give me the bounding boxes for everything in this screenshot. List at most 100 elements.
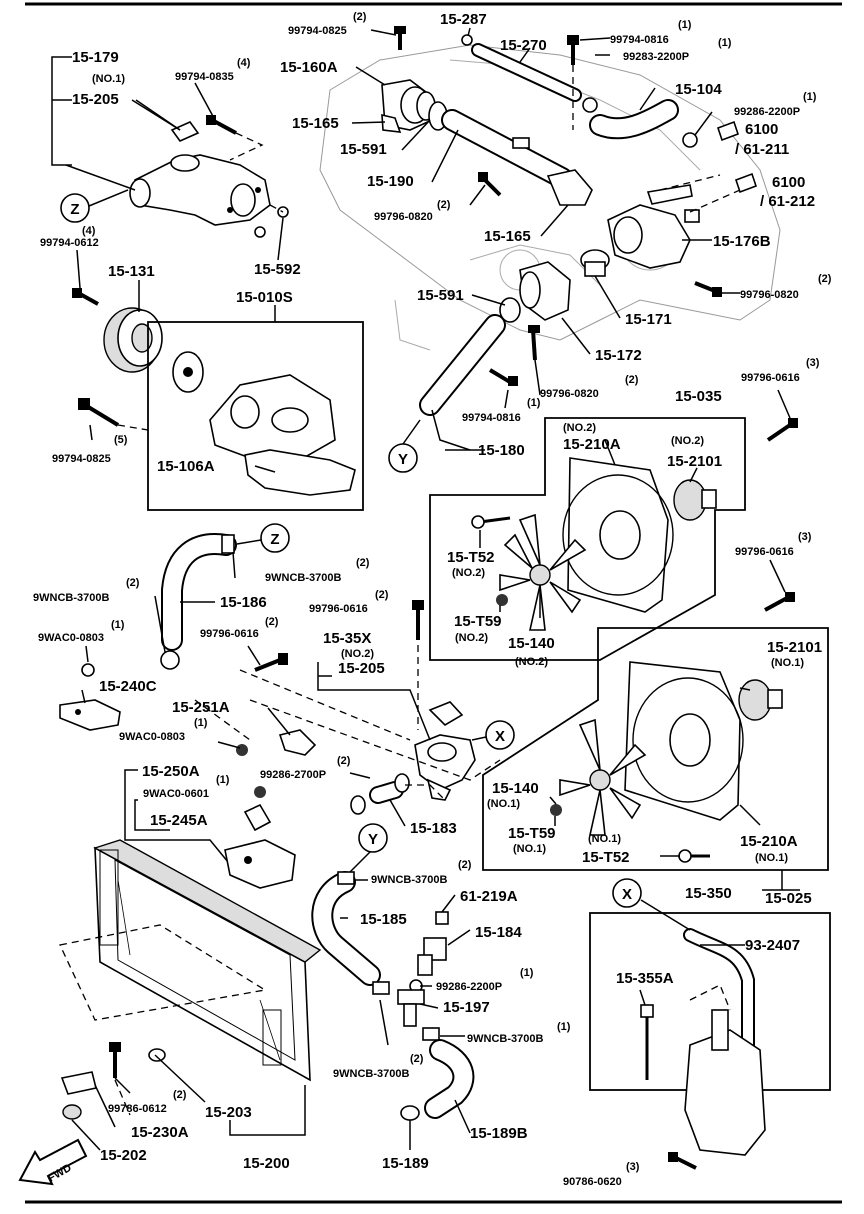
fan-shroud-15-210a-no2 [562, 457, 674, 613]
mount-15-202 [62, 1104, 82, 1120]
svg-text:15-2101: 15-2101 [767, 639, 822, 656]
clamp-99286-2700-a [350, 795, 366, 815]
bolt-99796-0820-b [694, 281, 722, 297]
leader-lines [71, 27, 791, 1151]
svg-text:15-160A: 15-160A [280, 59, 338, 76]
water-outlet-15-205 [129, 154, 271, 226]
water-pipe-15-270 [471, 43, 582, 102]
radiator-dashed-outline [59, 924, 267, 1021]
svg-text:(1): (1) [527, 397, 541, 409]
svg-text:99794-0825: 99794-0825 [288, 25, 347, 37]
clamp-9wncb-a [221, 534, 235, 554]
ref-circle-x-b: X [612, 878, 642, 908]
hose-15-189b [424, 1039, 475, 1119]
svg-text:(NO.2): (NO.2) [452, 567, 485, 579]
svg-text:9WAC0-0803: 9WAC0-0803 [119, 731, 185, 743]
svg-text:(NO.2): (NO.2) [515, 656, 548, 668]
svg-text:15-190: 15-190 [367, 173, 414, 190]
svg-text:(5): (5) [114, 434, 128, 446]
svg-text:15-250A: 15-250A [142, 763, 200, 780]
svg-text:15-350: 15-350 [685, 885, 732, 902]
clamp-9wncb-d [422, 1027, 440, 1041]
bracket-15-250a [224, 839, 296, 889]
svg-text:(2): (2) [173, 1089, 187, 1101]
svg-text:(NO.2): (NO.2) [455, 632, 488, 644]
svg-text:6100: 6100 [772, 174, 805, 191]
svg-text:Y: Y [398, 451, 408, 468]
nut-15-t59-no2 [496, 594, 508, 606]
svg-text:15-210A: 15-210A [563, 436, 621, 453]
nut-9wac0-0803-b [236, 744, 248, 756]
svg-text:15-240C: 15-240C [99, 678, 157, 695]
svg-text:(NO.1): (NO.1) [92, 73, 125, 85]
hand-pointer-6100-b [734, 172, 758, 194]
svg-text:15-251A: 15-251A [172, 699, 230, 716]
drain-plug-15-203 [148, 1048, 166, 1062]
svg-text:99796-0616: 99796-0616 [309, 603, 368, 615]
svg-text:(NO.1): (NO.1) [487, 798, 520, 810]
svg-text:99796-0820: 99796-0820 [740, 289, 799, 301]
svg-text:99786-0612: 99786-0612 [108, 1103, 167, 1115]
svg-text:93-2407: 93-2407 [745, 937, 800, 954]
svg-text:(NO.2): (NO.2) [671, 435, 704, 447]
pulley-15-131 [103, 307, 163, 373]
bracket-15-230a [60, 1071, 97, 1095]
svg-text:99286-2200P: 99286-2200P [734, 106, 800, 118]
hose-15-183 [369, 781, 404, 804]
svg-text:X: X [495, 728, 505, 745]
svg-text:9WNCB-3700B: 9WNCB-3700B [265, 572, 341, 584]
svg-text:15-270: 15-270 [500, 37, 547, 54]
svg-text:(2): (2) [625, 374, 639, 386]
fan-15-140-no1 [559, 718, 647, 836]
svg-text:61-219A: 61-219A [460, 888, 518, 905]
fitting-15-184 [417, 937, 447, 976]
svg-text:Z: Z [70, 201, 79, 218]
fwd-arrow [18, 1138, 88, 1186]
svg-text:15-106A: 15-106A [157, 458, 215, 475]
svg-text:(1): (1) [194, 717, 208, 729]
bolt-99796-0616-c [254, 653, 288, 672]
svg-text:(2): (2) [353, 11, 367, 23]
svg-text:15-T59: 15-T59 [454, 613, 502, 630]
bolt-99796-0820-a [478, 172, 502, 197]
svg-text:9WNCB-3700B: 9WNCB-3700B [333, 1068, 409, 1080]
svg-text:15-202: 15-202 [100, 1147, 147, 1164]
bolt-99796-0616-a [766, 418, 798, 442]
fan-no1-box [482, 627, 829, 871]
fan-motor-15-2101-no2 [673, 479, 717, 521]
svg-text:15-210A: 15-210A [740, 833, 798, 850]
svg-text:(3): (3) [806, 357, 820, 369]
svg-text:15-186: 15-186 [220, 594, 267, 611]
label-15-179: 15-179 [72, 49, 119, 66]
svg-text:90786-0620: 90786-0620 [563, 1176, 622, 1188]
bracket-15-245a-part [243, 803, 272, 832]
thermostat-15-171 [580, 249, 610, 277]
svg-text:/ 61-212: / 61-212 [760, 193, 815, 210]
svg-text:Z: Z [270, 531, 279, 548]
svg-text:(1): (1) [718, 37, 732, 49]
gasket-15-205-b [428, 701, 464, 727]
washer-15-592-b [254, 226, 266, 238]
bolt-99794-0816-b [488, 368, 518, 386]
nut-9wac0-0803-a [81, 663, 95, 677]
pipe-15-197 [397, 989, 425, 1027]
bolt-99794-0835 [206, 115, 237, 135]
svg-text:15-2101: 15-2101 [667, 453, 722, 470]
thermostat-housing-15-176b [607, 184, 700, 269]
svg-text:(1): (1) [520, 967, 534, 979]
svg-text:(3): (3) [798, 531, 812, 543]
svg-text:15-140: 15-140 [492, 780, 539, 797]
svg-text:Y: Y [368, 831, 378, 848]
svg-text:6100: 6100 [745, 121, 778, 138]
svg-text:9WNCB-3700B: 9WNCB-3700B [33, 592, 109, 604]
svg-text:(2): (2) [375, 589, 389, 601]
clamp-9wncb-e [372, 981, 390, 995]
svg-text:15-165: 15-165 [292, 115, 339, 132]
clamp-9wncb-b [160, 650, 180, 670]
ref-circle-x-a: X [485, 720, 515, 750]
svg-text:(1): (1) [557, 1021, 571, 1033]
bolt-99796-0616-b [764, 592, 795, 612]
ref-circle-y-a: Y [388, 443, 418, 473]
svg-text:9WNCB-3700B: 9WNCB-3700B [467, 1033, 543, 1045]
